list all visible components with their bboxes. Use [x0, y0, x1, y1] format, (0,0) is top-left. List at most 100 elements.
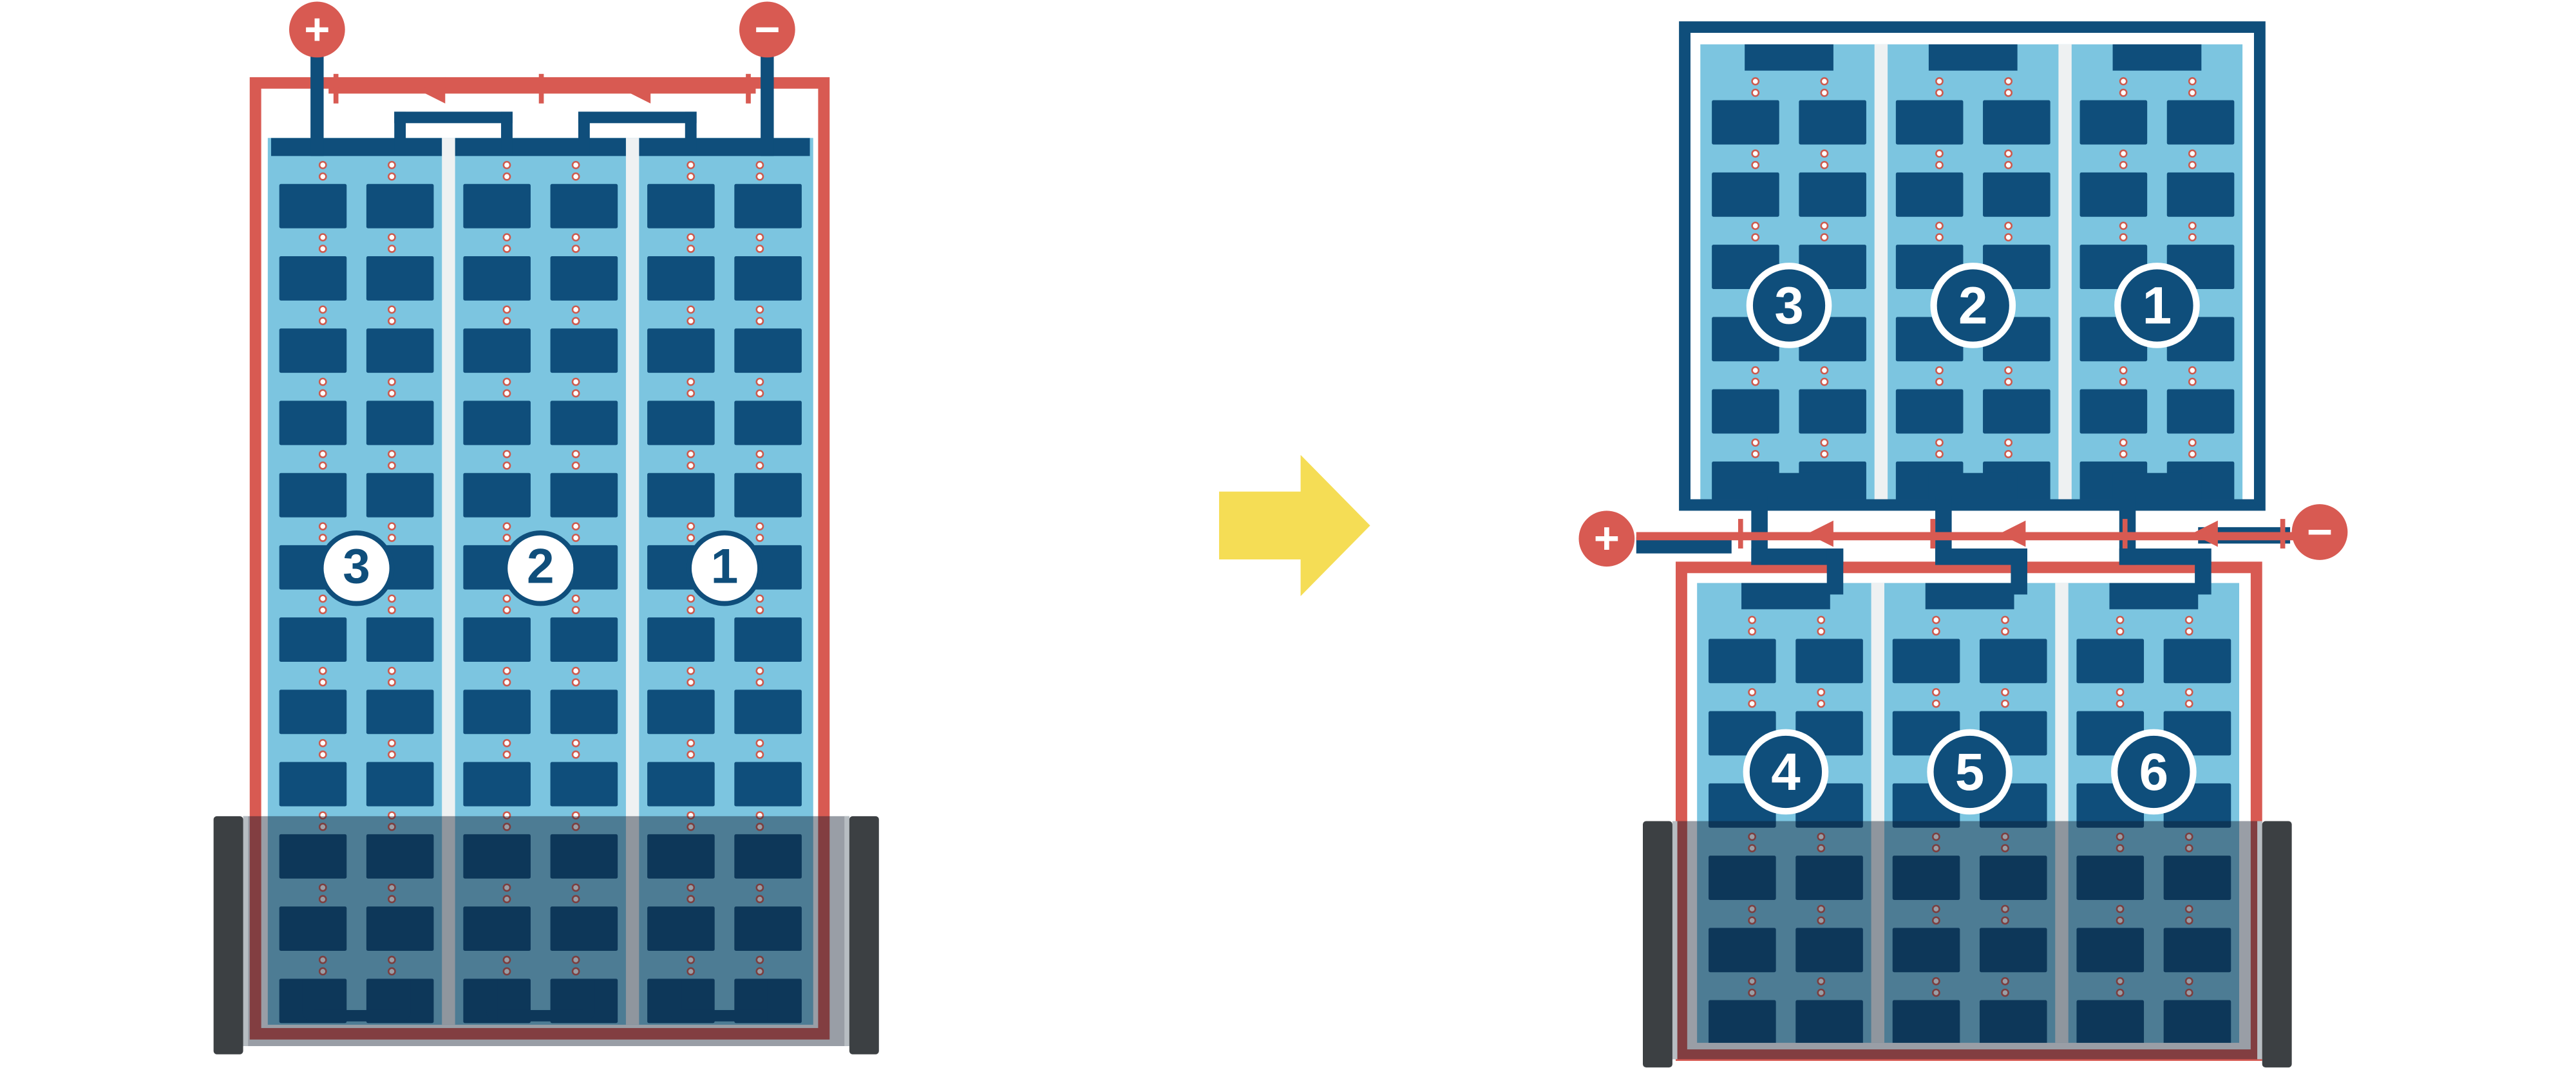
plate	[1795, 856, 1863, 900]
plate-pair	[639, 473, 810, 518]
plate	[647, 617, 715, 662]
separator-dots	[1703, 363, 1874, 389]
dot-column	[1816, 614, 1824, 637]
plate	[1712, 100, 1780, 145]
dot-column	[2115, 831, 2124, 854]
dot-column	[755, 304, 763, 327]
dot-column	[1816, 975, 1824, 998]
dot-column	[1816, 686, 1824, 709]
plate-row	[455, 302, 626, 374]
plate	[463, 617, 531, 662]
dot-column	[386, 376, 395, 399]
plate	[1979, 928, 2047, 973]
dot-column	[571, 232, 580, 255]
plate-row	[271, 808, 442, 880]
plate-row	[455, 591, 626, 663]
separator-dots	[2069, 829, 2239, 856]
dot-column	[571, 810, 580, 833]
dot-column	[1934, 75, 1943, 98]
dot-column	[386, 665, 395, 688]
plate	[647, 689, 715, 735]
dot-column	[502, 737, 511, 760]
dot-column	[317, 448, 327, 471]
plate	[2076, 856, 2145, 900]
separator-dots	[455, 519, 626, 545]
separator-dots	[455, 880, 626, 906]
plate-pair	[1700, 1000, 1871, 1043]
plate-pair	[1703, 100, 1874, 145]
dot-column	[502, 376, 511, 399]
plate-pair	[1888, 100, 2058, 145]
plate	[1798, 172, 1866, 217]
cell-number-badge: 2	[1930, 263, 2016, 348]
plate-pair	[2069, 711, 2239, 756]
plate-pair	[639, 328, 810, 373]
flow-tick	[2122, 519, 2128, 549]
dot-column	[1750, 75, 1759, 98]
separator-dots	[639, 158, 810, 184]
dot-column	[2003, 220, 2012, 243]
plate	[1709, 639, 1777, 684]
cell-number: 2	[526, 540, 554, 595]
negative-post	[761, 54, 774, 156]
plate	[365, 400, 434, 445]
dot-column	[317, 232, 327, 255]
dot-column	[2118, 148, 2127, 171]
plate	[279, 256, 348, 301]
plate-row	[1700, 901, 1871, 973]
plate	[1979, 856, 2047, 900]
dot-column	[2000, 614, 2009, 637]
dot-column	[2184, 903, 2193, 926]
plate-row	[455, 158, 626, 230]
bottom-cell-plates-4	[1700, 583, 1871, 1043]
dot-column	[317, 159, 327, 182]
dot-column	[1747, 831, 1756, 854]
plate-row	[639, 736, 810, 808]
separator-dots	[2072, 363, 2242, 389]
plate-row	[2069, 685, 2239, 757]
plate-pair	[639, 762, 810, 807]
plate	[549, 183, 618, 229]
dot-column	[386, 159, 395, 182]
plate-row	[2069, 901, 2239, 973]
separator-dots	[271, 519, 442, 545]
right-negative-terminal-icon: −	[2291, 504, 2348, 560]
plate-row	[2069, 829, 2239, 901]
flow-tick	[333, 73, 339, 104]
plate-row	[639, 158, 810, 230]
plate	[1712, 172, 1780, 217]
separator-dots	[271, 808, 442, 834]
plate	[2079, 100, 2148, 145]
plate-row	[271, 375, 442, 447]
cell-number: 5	[1955, 741, 1985, 801]
separator-dots	[455, 230, 626, 256]
dot-column	[686, 810, 694, 833]
plate	[463, 473, 531, 518]
plate-pair	[271, 617, 442, 662]
dot-column	[317, 954, 327, 977]
separator-dots	[455, 591, 626, 617]
plate	[734, 834, 802, 879]
plate	[365, 906, 434, 951]
plate-pair	[455, 906, 626, 951]
plate-row	[1884, 901, 2055, 973]
plate-pair	[1703, 389, 1874, 434]
dot-column	[386, 448, 395, 471]
plate-pair	[455, 256, 626, 301]
dot-column	[1747, 614, 1756, 637]
plate-pair	[1700, 639, 1871, 684]
dot-column	[502, 304, 511, 327]
separator-dots	[455, 664, 626, 690]
separator-dots	[2072, 218, 2242, 245]
plate	[365, 834, 434, 879]
dot-column	[755, 810, 763, 833]
dot-column	[686, 159, 694, 182]
plate-row	[639, 808, 810, 880]
plate	[734, 400, 802, 445]
plate	[1892, 1000, 1961, 1043]
plate-pair	[639, 834, 810, 879]
plate-row	[1703, 363, 1874, 435]
plate	[1892, 928, 1961, 973]
plate-row	[639, 230, 810, 302]
